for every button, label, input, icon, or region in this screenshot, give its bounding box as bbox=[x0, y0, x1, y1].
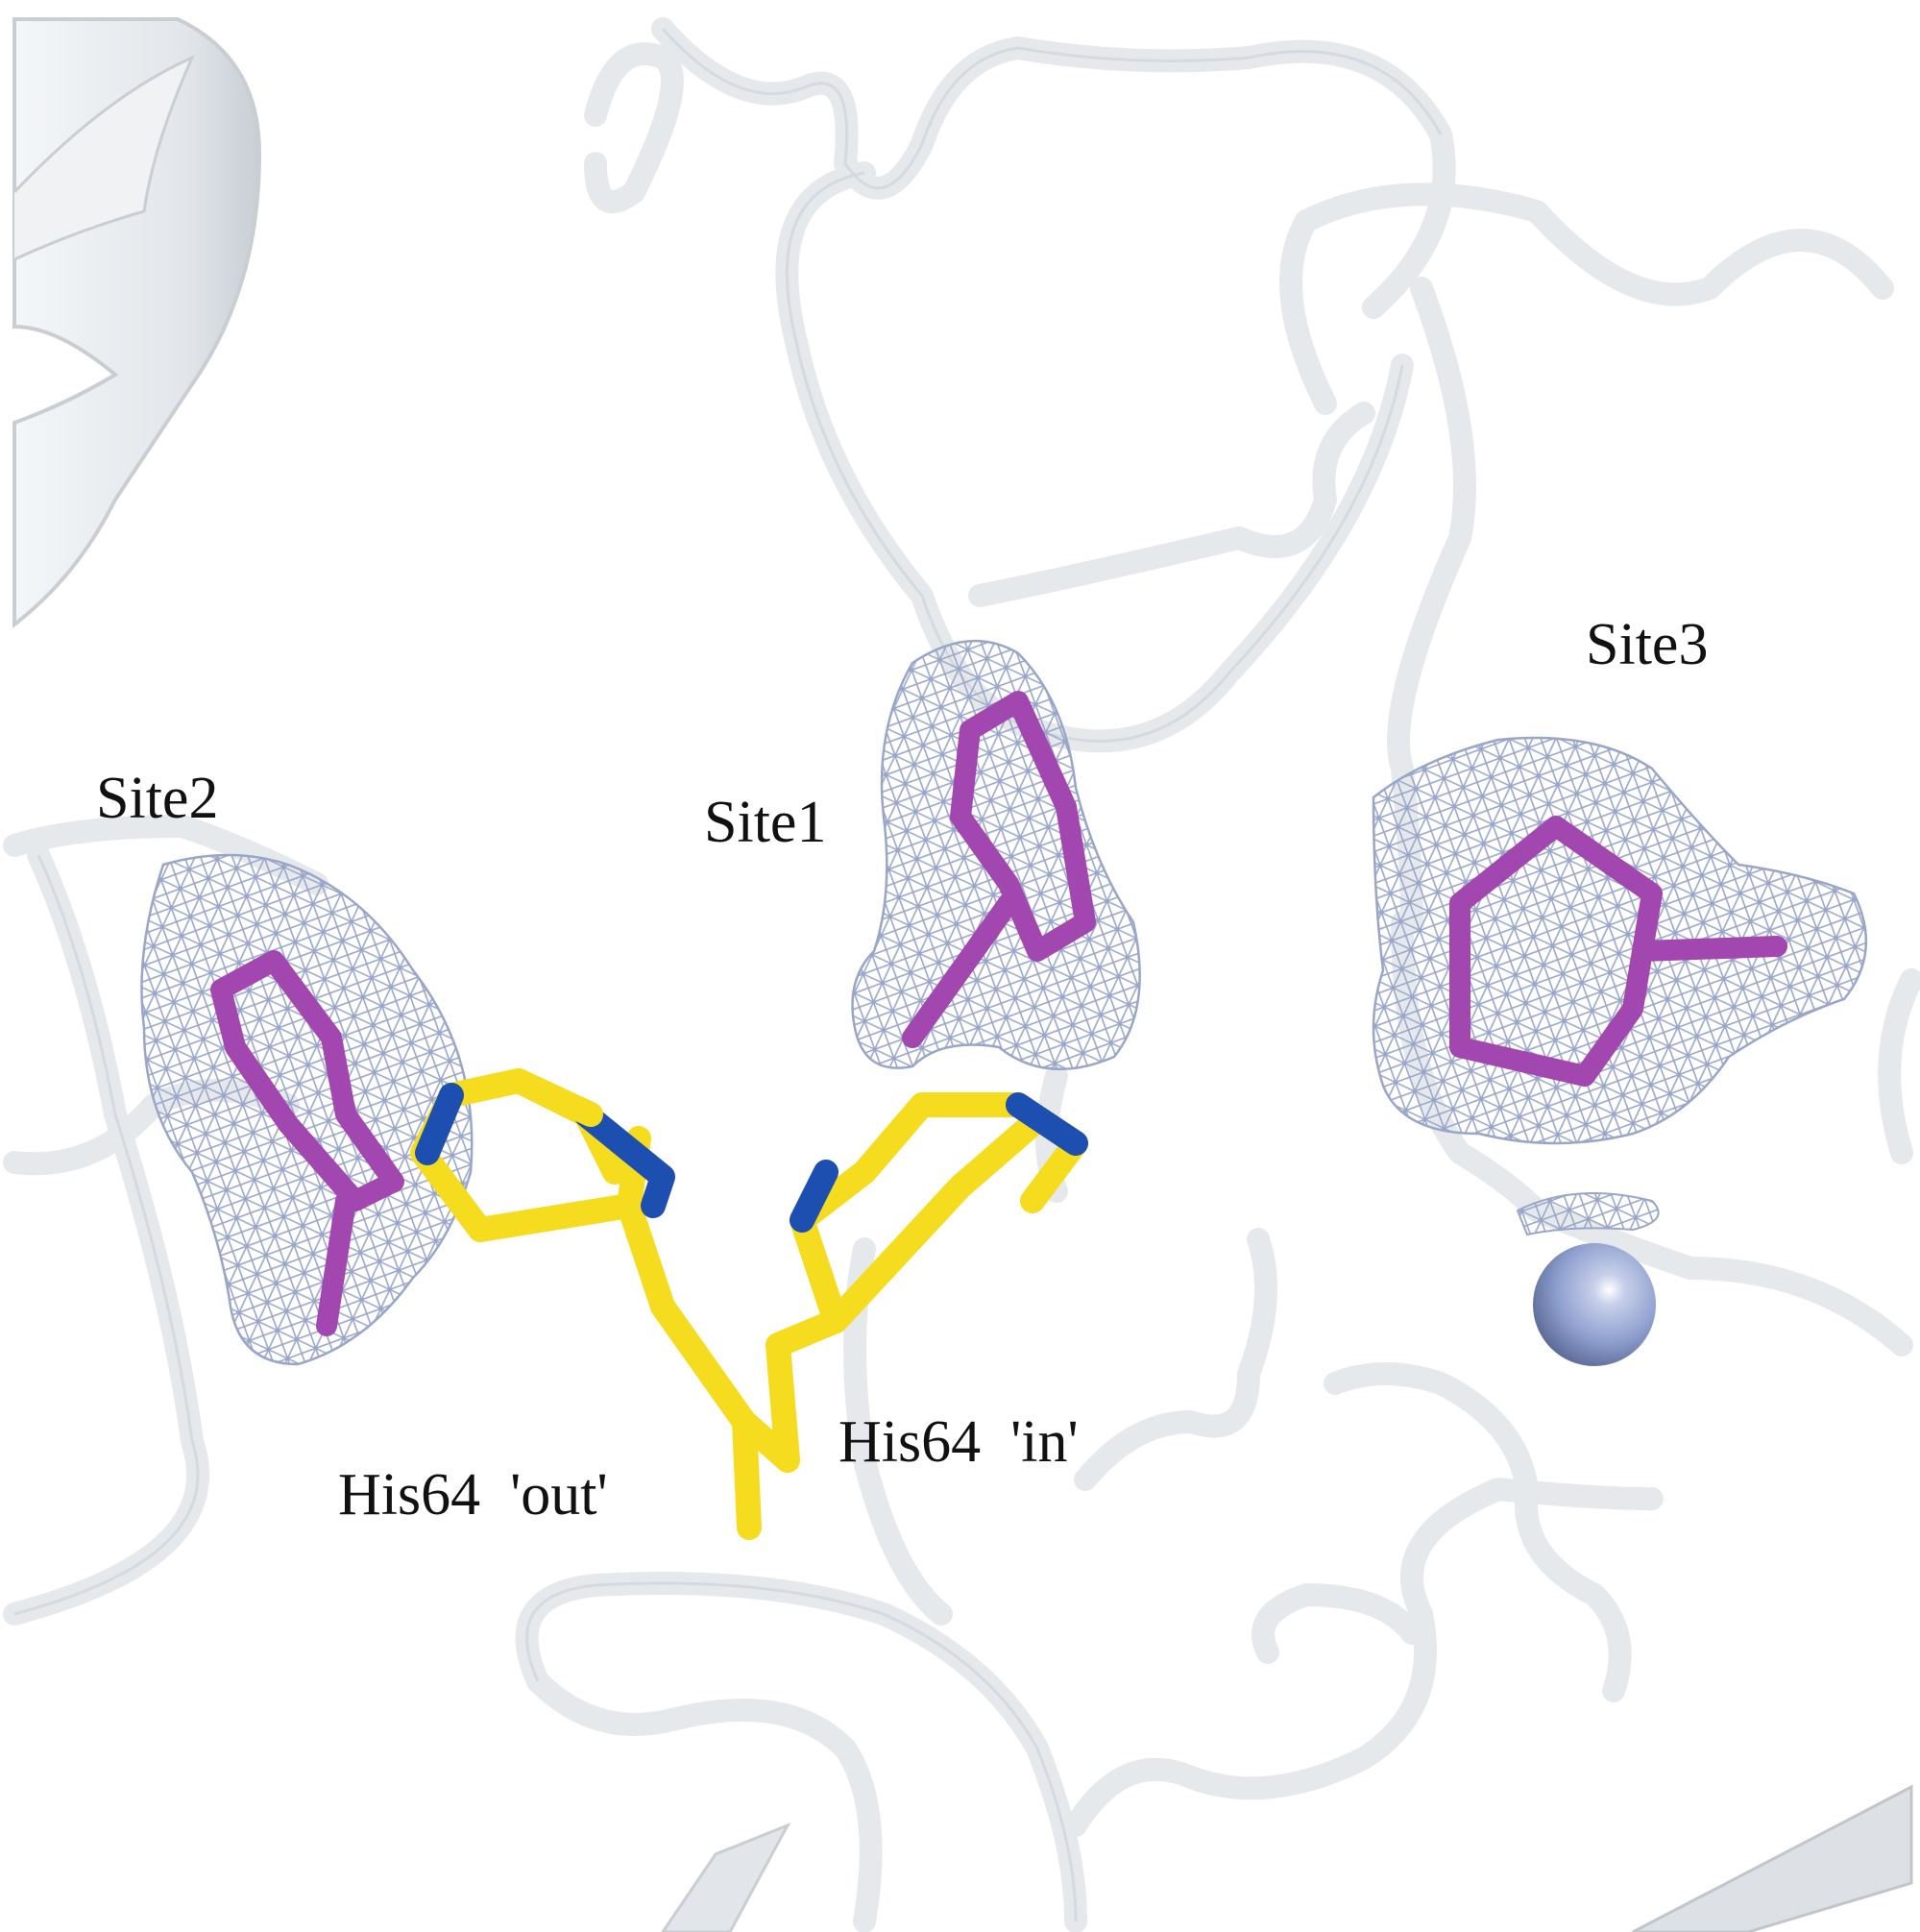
density-mesh-ion bbox=[1516, 1192, 1660, 1236]
site2-label: Site2 bbox=[96, 766, 219, 831]
ligand-molecules bbox=[210, 691, 1787, 1336]
loop-bottom-big bbox=[515, 1572, 1087, 1932]
loop-center bbox=[775, 161, 1414, 753]
his64-residue bbox=[410, 1068, 1088, 1540]
site1-label: Site1 bbox=[704, 790, 827, 855]
loop-bottom-2 bbox=[526, 1670, 883, 1932]
loop-right bbox=[1279, 183, 1894, 415]
his64-out-label: His64 'out' bbox=[338, 1462, 608, 1528]
his64-out-conformer bbox=[410, 1068, 762, 1540]
ligand-site3 bbox=[1449, 816, 1787, 1087]
helix-inner-edge bbox=[12, 55, 195, 261]
ligand-site2 bbox=[210, 950, 404, 1336]
loop-right-edge bbox=[1878, 968, 1920, 1164]
density-mesh-site2 bbox=[140, 853, 474, 1366]
density-mesh-site3 bbox=[1372, 736, 1868, 1145]
loop-top-left bbox=[584, 42, 684, 213]
loop-bottom-4 bbox=[1324, 1362, 1632, 1702]
his64-in-label: His64 'in' bbox=[838, 1409, 1079, 1475]
loop-his-connect bbox=[1074, 1228, 1277, 1491]
ligand-site1 bbox=[902, 691, 1096, 1048]
beta-strand-small bbox=[661, 1822, 791, 1932]
loop-bottom-3 bbox=[1064, 1478, 1664, 1837]
sphere-icon bbox=[1533, 1243, 1656, 1366]
electron-density-maps bbox=[140, 639, 1868, 1366]
loop-site1 bbox=[968, 402, 1375, 607]
loop-bottom-5 bbox=[1252, 1583, 1423, 1664]
his64-in-conformer bbox=[732, 1092, 1088, 1473]
site3-label: Site3 bbox=[1586, 612, 1709, 677]
beta-strand bbox=[1632, 1784, 1913, 1932]
